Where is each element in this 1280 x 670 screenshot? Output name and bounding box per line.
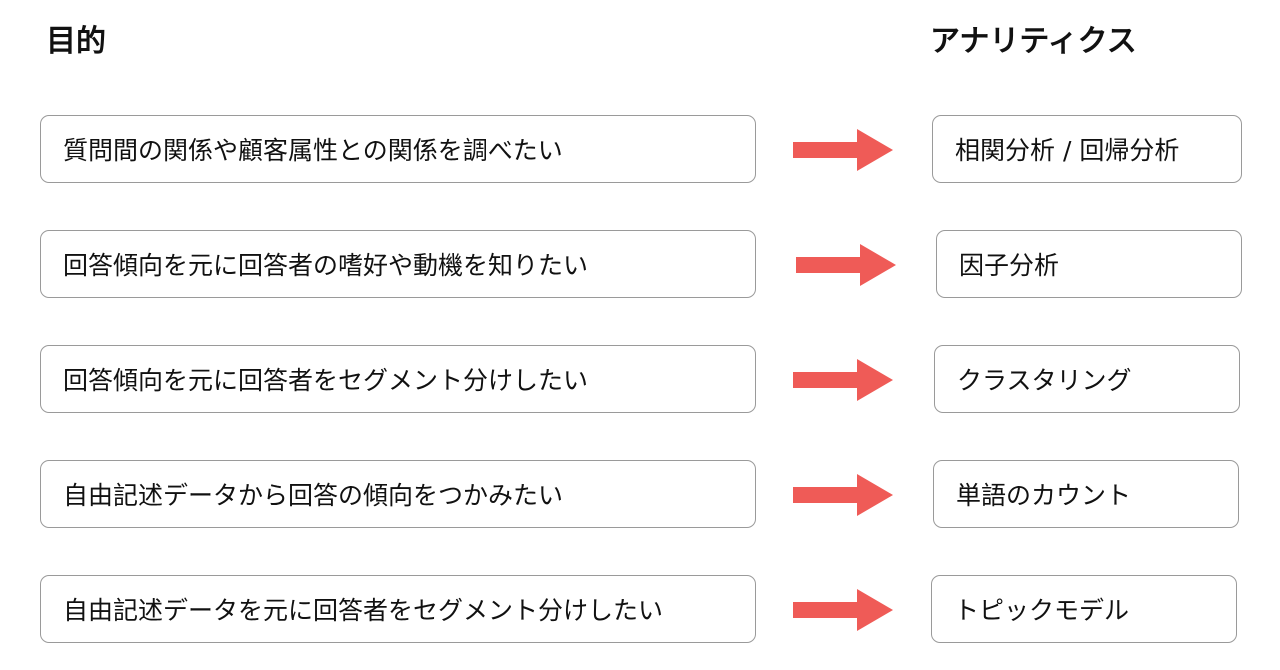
mapping-row: 回答傾向を元に回答者をセグメント分けしたい クラスタリング	[0, 345, 1280, 415]
right-arrow-icon	[796, 244, 896, 286]
purpose-box: 自由記述データを元に回答者をセグメント分けしたい	[40, 575, 756, 643]
analytics-box: 因子分析	[936, 230, 1242, 298]
purpose-label: 自由記述データを元に回答者をセグメント分けしたい	[63, 596, 664, 625]
mapping-row: 自由記述データから回答の傾向をつかみたい 単語のカウント	[0, 460, 1280, 530]
mapping-row: 回答傾向を元に回答者の嗜好や動機を知りたい 因子分析	[0, 230, 1280, 300]
right-arrow-icon-shape	[793, 589, 893, 631]
right-arrow-icon-shape	[793, 129, 893, 171]
right-arrow-icon	[793, 359, 893, 401]
analytics-label: 因子分析	[959, 251, 1060, 280]
purpose-box: 自由記述データから回答の傾向をつかみたい	[40, 460, 756, 528]
analytics-label: トピックモデル	[954, 596, 1130, 625]
purpose-box: 回答傾向を元に回答者の嗜好や動機を知りたい	[40, 230, 756, 298]
right-arrow-icon	[793, 474, 893, 516]
heading-analytics: アナリティクス	[930, 24, 1137, 59]
right-arrow-icon	[793, 589, 893, 631]
right-arrow-icon-shape	[796, 244, 896, 286]
analytics-box: トピックモデル	[931, 575, 1237, 643]
analytics-box: 単語のカウント	[933, 460, 1239, 528]
analytics-box: 相関分析 / 回帰分析	[932, 115, 1242, 183]
right-arrow-icon-shape	[793, 474, 893, 516]
right-arrow-icon	[793, 129, 893, 171]
purpose-box: 質問間の関係や顧客属性との関係を調べたい	[40, 115, 756, 183]
mapping-row: 質問間の関係や顧客属性との関係を調べたい 相関分析 / 回帰分析	[0, 115, 1280, 185]
heading-purpose: 目的	[46, 24, 106, 59]
purpose-label: 回答傾向を元に回答者の嗜好や動機を知りたい	[63, 251, 589, 280]
purpose-label: 回答傾向を元に回答者をセグメント分けしたい	[63, 366, 589, 395]
right-arrow-icon-shape	[793, 359, 893, 401]
analytics-label: 単語のカウント	[956, 481, 1132, 510]
analytics-label: 相関分析 / 回帰分析	[955, 136, 1180, 165]
purpose-box: 回答傾向を元に回答者をセグメント分けしたい	[40, 345, 756, 413]
purpose-label: 質問間の関係や顧客属性との関係を調べたい	[63, 136, 563, 165]
analytics-box: クラスタリング	[934, 345, 1240, 413]
analytics-label: クラスタリング	[957, 366, 1132, 395]
purpose-label: 自由記述データから回答の傾向をつかみたい	[63, 481, 564, 510]
mapping-row: 自由記述データを元に回答者をセグメント分けしたい トピックモデル	[0, 575, 1280, 645]
